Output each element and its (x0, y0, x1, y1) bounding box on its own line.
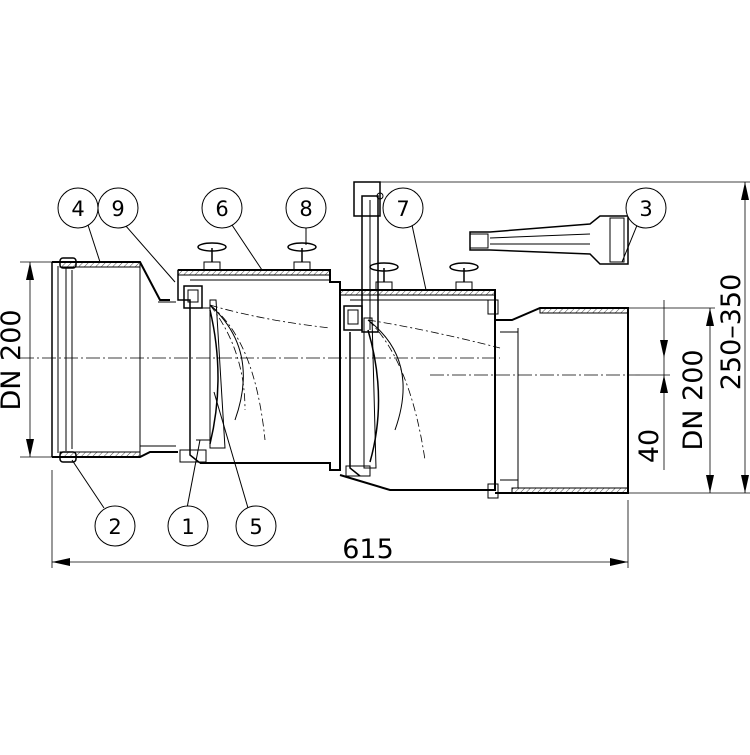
dim-inlet-dn: DN 200 (0, 309, 27, 410)
leader-lines (71, 217, 641, 509)
svg-text:8: 8 (299, 197, 312, 221)
second-flap-housing (339, 181, 501, 499)
callout-bubbles: 4 9 6 8 7 3 2 1 (57, 187, 667, 547)
svg-text:7: 7 (396, 197, 409, 221)
dimension-lines (20, 181, 750, 568)
dim-overall-length: 615 (342, 534, 394, 565)
release-tool (469, 215, 629, 265)
callout-3: 3 (625, 187, 667, 229)
callout-7: 7 (382, 187, 424, 229)
center-lines (20, 357, 640, 376)
svg-text:2: 2 (108, 515, 121, 539)
callout-2: 2 (94, 505, 136, 547)
callout-1: 1 (167, 505, 209, 547)
dim-offset: 40 (634, 429, 665, 463)
dimension-labels: 615 DN 200 DN 200 40 250–350 (0, 274, 747, 565)
svg-text:6: 6 (215, 197, 228, 221)
svg-text:3: 3 (639, 197, 652, 221)
callout-9: 9 (97, 187, 139, 229)
callout-5: 5 (235, 505, 277, 547)
outlet-spigot (495, 307, 629, 494)
svg-text:4: 4 (71, 197, 84, 221)
dim-height-range: 250–350 (716, 274, 747, 391)
svg-text:5: 5 (249, 515, 262, 539)
callout-6: 6 (201, 187, 243, 229)
svg-text:1: 1 (181, 515, 194, 539)
inlet-socket (51, 257, 178, 463)
callout-8: 8 (285, 187, 327, 229)
dim-outlet-dn: DN 200 (678, 349, 709, 450)
first-flap-housing (177, 242, 341, 471)
svg-text:9: 9 (111, 197, 124, 221)
callout-4: 4 (57, 187, 99, 229)
